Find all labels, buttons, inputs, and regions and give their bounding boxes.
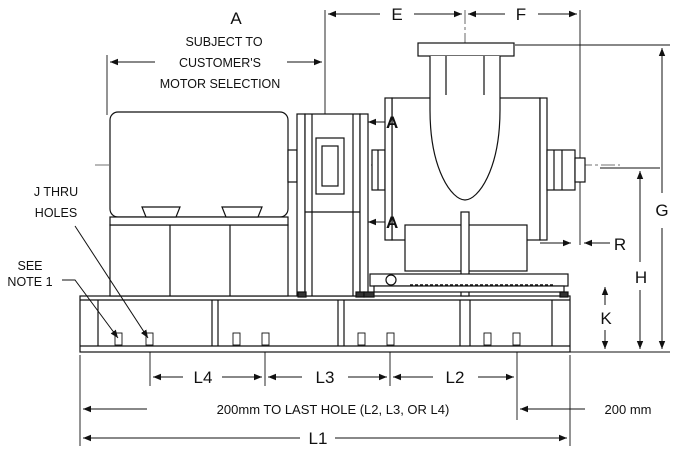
label-g: G	[655, 201, 668, 220]
label-e: E	[391, 5, 402, 24]
leader-lines	[62, 225, 149, 339]
label-r: R	[614, 235, 626, 254]
label-see-line1: SEE	[17, 259, 42, 273]
label-j-line2: HOLES	[35, 206, 77, 220]
label-subject-line3: MOTOR SELECTION	[160, 77, 281, 91]
label-200mm: 200 mm	[605, 402, 652, 417]
label-subject-line1: SUBJECT TO	[185, 35, 262, 49]
label-l3: L3	[316, 368, 335, 387]
label-last-hole: 200mm TO LAST HOLE (L2, L3, OR L4)	[217, 402, 450, 417]
label-a: A	[230, 9, 242, 28]
label-subject-line2: CUSTOMER'S	[179, 56, 261, 70]
label-l1: L1	[309, 429, 328, 448]
drain-pan	[363, 273, 569, 298]
label-l4: L4	[194, 368, 213, 387]
coupling-guard	[296, 113, 369, 298]
label-h: H	[635, 268, 647, 287]
label-section-a-top: A	[386, 113, 398, 132]
anchor-bolts	[114, 332, 521, 346]
label-see-line2: NOTE 1	[7, 275, 52, 289]
base-frame	[79, 295, 571, 353]
label-f: F	[516, 5, 526, 24]
label-l2: L2	[446, 368, 465, 387]
label-k: K	[600, 309, 612, 328]
pump	[371, 42, 586, 297]
dimension-lines	[83, 10, 666, 442]
label-section-a-bottom: A	[386, 213, 398, 232]
motor	[109, 111, 298, 297]
label-j-line1: J THRU	[34, 185, 78, 199]
